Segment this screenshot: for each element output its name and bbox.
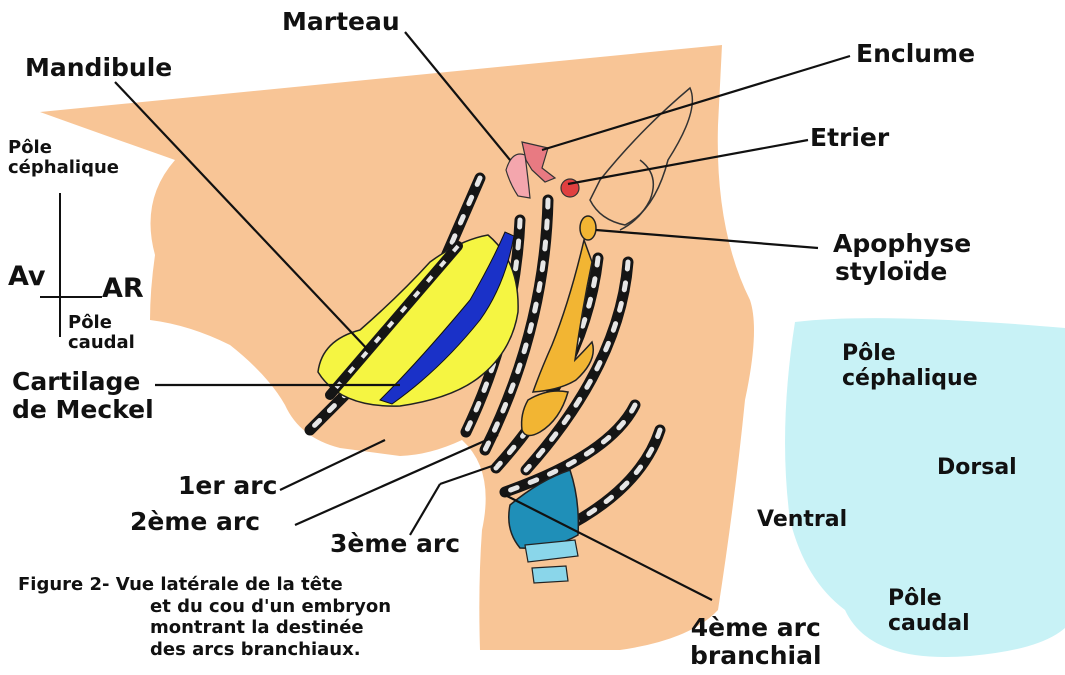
label-marteau: Marteau <box>282 8 400 36</box>
caption-line2: et du cou d'un embryon <box>150 596 391 618</box>
label-enclume: Enclume <box>856 40 975 68</box>
orientation-pole-cephalique: Pôle céphalique <box>8 138 119 178</box>
key-pole-cephalique-line1: Pôle <box>842 342 978 367</box>
label-cartilage-line2: de Meckel <box>12 396 154 424</box>
orientation-ar: AR <box>102 274 144 304</box>
key-pole-cephalique-line2: céphalique <box>842 367 978 392</box>
label-mandibule: Mandibule <box>25 54 172 82</box>
key-pole-caudal-line2: caudal <box>888 612 970 637</box>
caption-line3: montrant la destinée <box>150 617 391 639</box>
orientation-pole-cephalique-line2: céphalique <box>8 158 119 178</box>
label-arc4-line2: branchial <box>690 642 822 670</box>
arc4-trachea-shape <box>532 566 568 583</box>
key-pole-caudal: Pôle caudal <box>888 587 970 636</box>
label-cartilage-line1: Cartilage <box>12 368 154 396</box>
figure-caption: Figure 2- Vue latérale de la tête et du … <box>18 574 391 660</box>
label-arc4: 4ème arc branchial <box>690 614 822 670</box>
label-arc4-line1: 4ème arc <box>690 614 822 642</box>
orientation-pole-cephalique-line1: Pôle <box>8 138 119 158</box>
key-pole-caudal-line1: Pôle <box>888 587 970 612</box>
label-apophyse: Apophyse styloïde <box>833 230 971 286</box>
key-dorsal: Dorsal <box>937 456 1017 481</box>
key-pole-cephalique: Pôle céphalique <box>842 342 978 391</box>
orientation-av: Av <box>8 262 46 292</box>
label-cartilage-meckel: Cartilage de Meckel <box>12 368 154 424</box>
orientation-pole-caudal-line2: caudal <box>68 333 135 353</box>
key-ventral: Ventral <box>757 508 847 533</box>
label-etrier: Etrier <box>810 124 889 152</box>
label-apophyse-line1: Apophyse <box>833 230 971 258</box>
caption-line1: Figure 2- Vue latérale de la tête <box>18 574 391 596</box>
styloid-process-shape <box>580 216 596 240</box>
label-apophyse-line2: styloïde <box>835 258 971 286</box>
label-arc1: 1er arc <box>178 472 277 500</box>
orientation-pole-caudal-line1: Pôle <box>68 313 135 333</box>
label-arc3: 3ème arc <box>330 530 460 558</box>
orientation-pole-caudal: Pôle caudal <box>68 313 135 353</box>
caption-line4: des arcs branchiaux. <box>150 639 391 661</box>
label-arc2: 2ème arc <box>130 508 260 536</box>
